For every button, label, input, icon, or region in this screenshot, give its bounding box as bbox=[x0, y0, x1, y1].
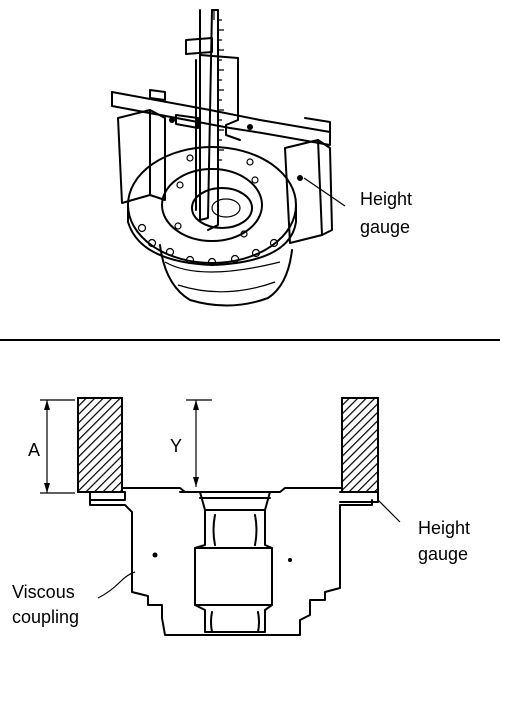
dimension-y-label: Y bbox=[170, 436, 182, 456]
left-gauge-block bbox=[117, 109, 166, 204]
right-gauge-block bbox=[284, 139, 333, 244]
right-gauge-section bbox=[341, 397, 379, 493]
top-height-gauge-label-line2: gauge bbox=[360, 217, 410, 237]
gauge-crossbar bbox=[111, 89, 331, 146]
dimension-y: Y bbox=[170, 399, 212, 487]
viscous-coupling-label-line2: coupling bbox=[12, 607, 79, 627]
bolt-holes bbox=[137, 154, 279, 267]
section-gauge-leader bbox=[377, 499, 401, 523]
dimension-a: A bbox=[28, 399, 75, 494]
left-gauge-section bbox=[77, 397, 123, 493]
top-gauge-leader bbox=[303, 177, 346, 207]
housing-section bbox=[84, 487, 379, 636]
height-gauge-scale bbox=[169, 9, 253, 231]
top-illustration: Height gauge bbox=[111, 9, 412, 307]
viscous-coupling-leader bbox=[97, 571, 136, 599]
section-height-gauge-label-line2: gauge bbox=[418, 544, 468, 564]
section-view: A Y bbox=[12, 397, 470, 636]
top-height-gauge-label-line1: Height bbox=[360, 189, 412, 209]
viscous-coupling-label-line1: Viscous bbox=[12, 582, 75, 602]
dimension-a-label: A bbox=[28, 440, 40, 460]
housing bbox=[127, 146, 297, 307]
section-height-gauge-label-line1: Height bbox=[418, 518, 470, 538]
